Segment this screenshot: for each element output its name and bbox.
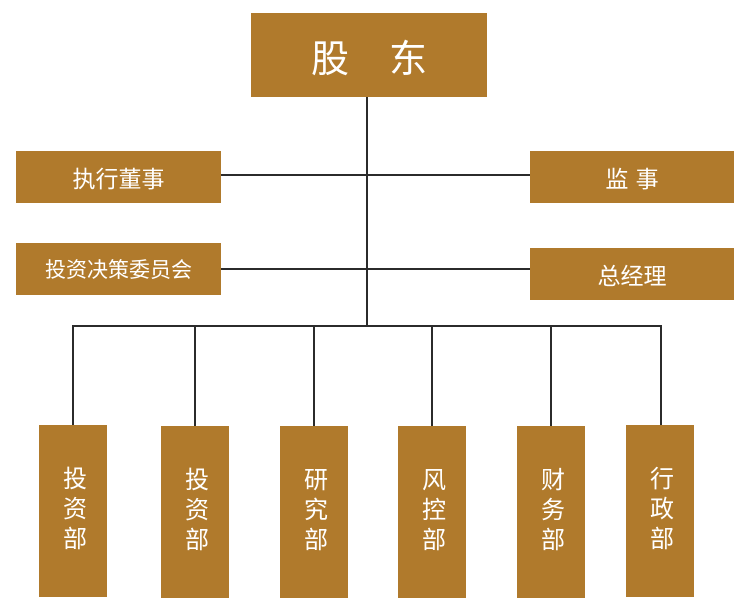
- executive-director-label: 执行董事: [72, 167, 165, 193]
- general-manager-box: 总经理: [530, 248, 734, 300]
- supervisor-box: 监 事: [530, 151, 734, 203]
- investment-committee-label: 投资决策委员会: [45, 258, 192, 282]
- department-label: 行政部: [645, 466, 674, 556]
- department-box-2: 投资部: [161, 426, 229, 598]
- investment-committee-box: 投资决策委员会: [16, 243, 221, 295]
- department-label: 研究部: [299, 467, 328, 557]
- row2-connector: [221, 268, 530, 270]
- dept-drop-5: [550, 325, 552, 426]
- shareholders-label: 股 东: [310, 36, 442, 81]
- trunk-line: [366, 97, 368, 327]
- department-box-3: 研究部: [280, 426, 348, 598]
- dept-drop-1: [72, 325, 74, 425]
- departments-bus: [72, 325, 662, 327]
- executive-director-box: 执行董事: [16, 151, 221, 203]
- dept-drop-3: [313, 325, 315, 426]
- dept-drop-6: [660, 325, 662, 425]
- department-box-6: 行政部: [626, 425, 694, 597]
- department-label: 投资部: [58, 466, 87, 556]
- department-label: 风控部: [417, 467, 446, 557]
- general-manager-label: 总经理: [597, 264, 667, 290]
- department-label: 财务部: [536, 467, 565, 557]
- department-box-1: 投资部: [39, 425, 107, 597]
- department-label: 投资部: [180, 467, 209, 557]
- supervisor-label: 监 事: [605, 167, 659, 193]
- department-box-4: 风控部: [398, 426, 466, 598]
- dept-drop-2: [194, 325, 196, 426]
- shareholders-box: 股 东: [251, 13, 487, 97]
- row1-connector: [221, 174, 530, 176]
- department-box-5: 财务部: [517, 426, 585, 598]
- dept-drop-4: [431, 325, 433, 426]
